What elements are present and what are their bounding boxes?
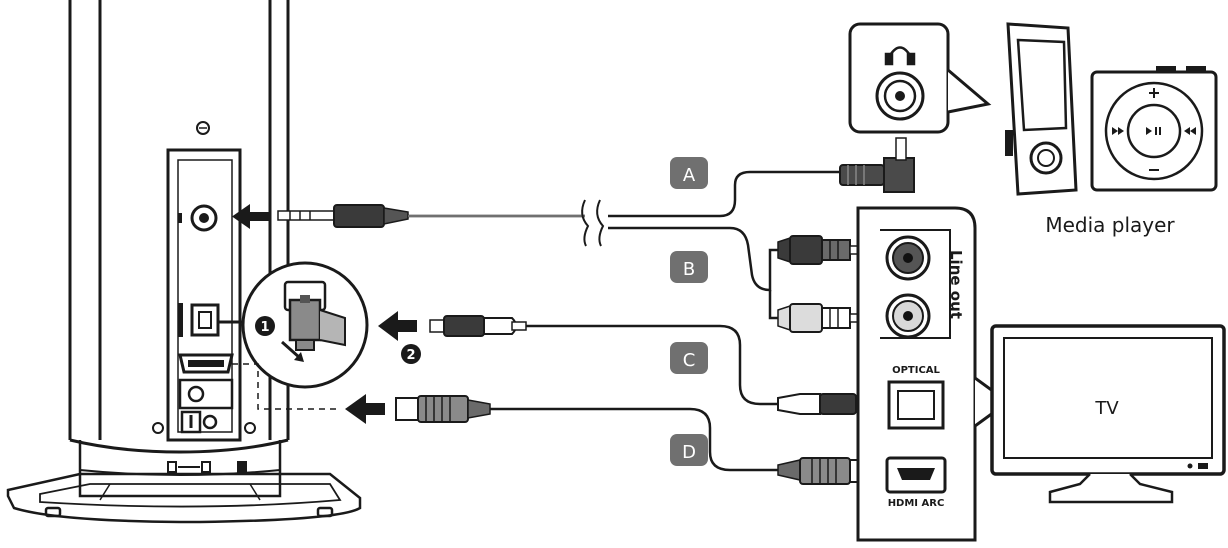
svg-text:A: A <box>683 165 696 186</box>
hdmi-guide-dashed <box>232 363 340 410</box>
hdmi-arc-label: HDMI ARC <box>888 498 945 509</box>
rca-jack-top <box>885 235 931 281</box>
tv-hdmi-port <box>885 456 947 494</box>
cable-b-rca <box>608 226 865 333</box>
svg-text:1: 1 <box>260 320 269 335</box>
insert-arrow-optical <box>378 311 417 341</box>
cable-badge-c: C <box>670 342 708 374</box>
media-player-label: Media player <box>1045 213 1175 237</box>
svg-text:D: D <box>682 442 696 463</box>
tv-optical-port <box>887 380 945 430</box>
speaker-tower <box>68 0 290 498</box>
svg-text:B: B <box>683 259 695 280</box>
tv-icon <box>990 324 1226 504</box>
cable-badge-b: B <box>670 251 708 283</box>
screw-icon <box>152 121 256 434</box>
music-player-shuffle <box>1090 66 1218 192</box>
aux-input-jack <box>178 204 218 232</box>
power-port <box>178 378 234 434</box>
speaker-base <box>6 472 362 524</box>
cable-a-aux <box>277 137 915 228</box>
optical-label: OPTICAL <box>892 365 940 376</box>
tv-connector-panel: Line out OPTICAL HDMI ARC <box>856 206 977 542</box>
line-out-label: Line out <box>947 250 965 319</box>
usb-port-icon <box>167 461 247 473</box>
rca-jack-bottom <box>885 293 931 339</box>
cable-badge-a: A <box>670 157 708 189</box>
cable-badge-d: D <box>670 434 708 466</box>
insert-arrow-aux <box>232 204 270 229</box>
cable-d-hdmi <box>395 395 873 485</box>
headphone-jack-callout <box>848 22 992 134</box>
connector-panel <box>166 148 242 442</box>
svg-text:2: 2 <box>406 348 415 363</box>
media-player-device <box>1005 22 1078 196</box>
step-marker-2: 2 <box>401 344 421 364</box>
insert-arrow-hdmi <box>345 394 385 424</box>
optical-cap-callout <box>218 261 369 389</box>
tv-label: TV <box>1094 398 1119 419</box>
hdmi-input-port <box>178 353 234 374</box>
optical-input-port <box>178 303 220 337</box>
step-marker-1: 1 <box>255 316 275 336</box>
cable-break-mark <box>581 199 605 247</box>
svg-text:C: C <box>683 350 696 371</box>
headphone-icon <box>884 46 916 66</box>
